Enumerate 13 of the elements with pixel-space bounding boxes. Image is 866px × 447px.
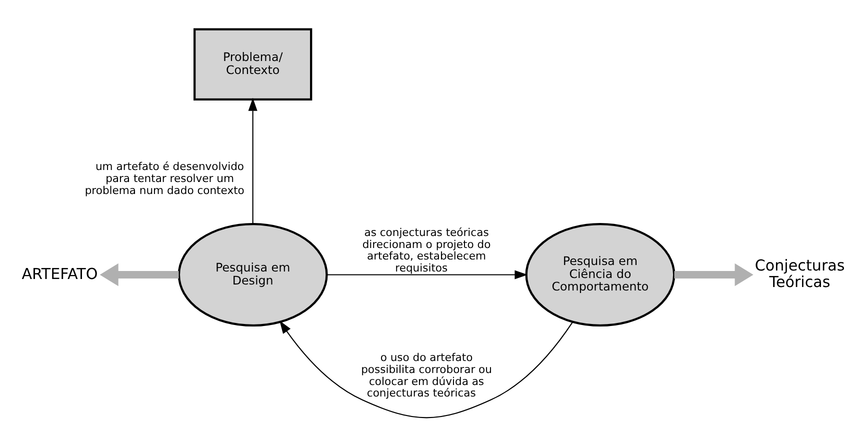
arrow <box>100 263 179 286</box>
edge-label: as conjecturas teóricas direcionam o projeto do artefato, estabelecem requisitos <box>362 226 491 275</box>
node-ellipse: Pesquisa em Ciência do Comportamento <box>525 222 676 327</box>
arrow <box>280 320 574 418</box>
node-text: ARTEFATO <box>22 264 98 283</box>
arrow <box>327 270 528 280</box>
node-ellipse: Pesquisa em Design <box>178 222 328 327</box>
edge-label: um artefato é desenvolvido para tentar resolver um problema num dado contexto <box>84 160 244 197</box>
node-text: Conjecturas Teóricas <box>754 256 845 291</box>
node-box: Problema/ Contexto <box>193 28 312 101</box>
edge-label: o uso do artefato possibilita corroborar ou colocar em dúvida as conjecturas teóricas <box>361 351 492 400</box>
arrow <box>674 263 754 286</box>
arrow <box>248 98 258 224</box>
